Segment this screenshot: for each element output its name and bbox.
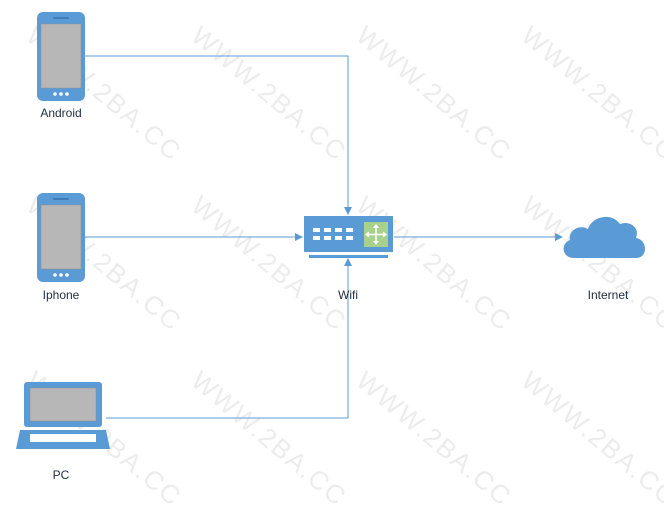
internet-label: Internet [587,288,629,302]
iphone-icon [37,193,85,282]
wifi-router-icon [304,216,393,258]
android-label: Android [40,106,82,120]
pc-label: PC [52,468,70,482]
iphone-label: Iphone [42,288,80,302]
android-phone-icon [37,12,85,101]
laptop-icon [16,382,110,449]
connector-pc-wifi [106,258,352,419]
network-diagram [16,12,645,449]
connector-android-wifi [84,55,352,215]
cloud-icon [563,216,645,258]
wifi-label: Wifi [338,288,358,302]
